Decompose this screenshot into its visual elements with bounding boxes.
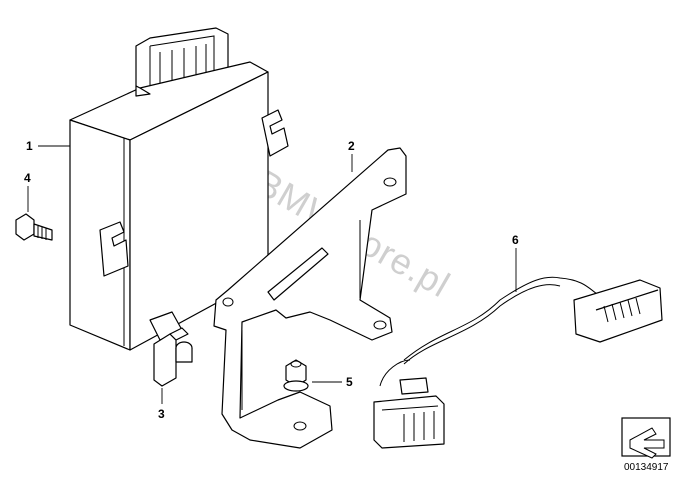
callout-3: 3 (158, 407, 165, 421)
wiring-harness (373, 276, 663, 449)
callout-4: 4 (24, 171, 31, 185)
callout-5: 5 (346, 375, 353, 389)
screw (15, 213, 53, 241)
callout-6: 6 (512, 233, 519, 247)
control-unit (69, 27, 289, 351)
callout-2: 2 (348, 139, 355, 153)
hex-nut (283, 359, 309, 392)
clip-nut (153, 327, 193, 387)
callout-1: 1 (26, 139, 33, 153)
reference-number: 00134917 (624, 462, 669, 473)
mounting-bracket (213, 147, 407, 449)
arrow-icon[interactable] (621, 417, 671, 459)
